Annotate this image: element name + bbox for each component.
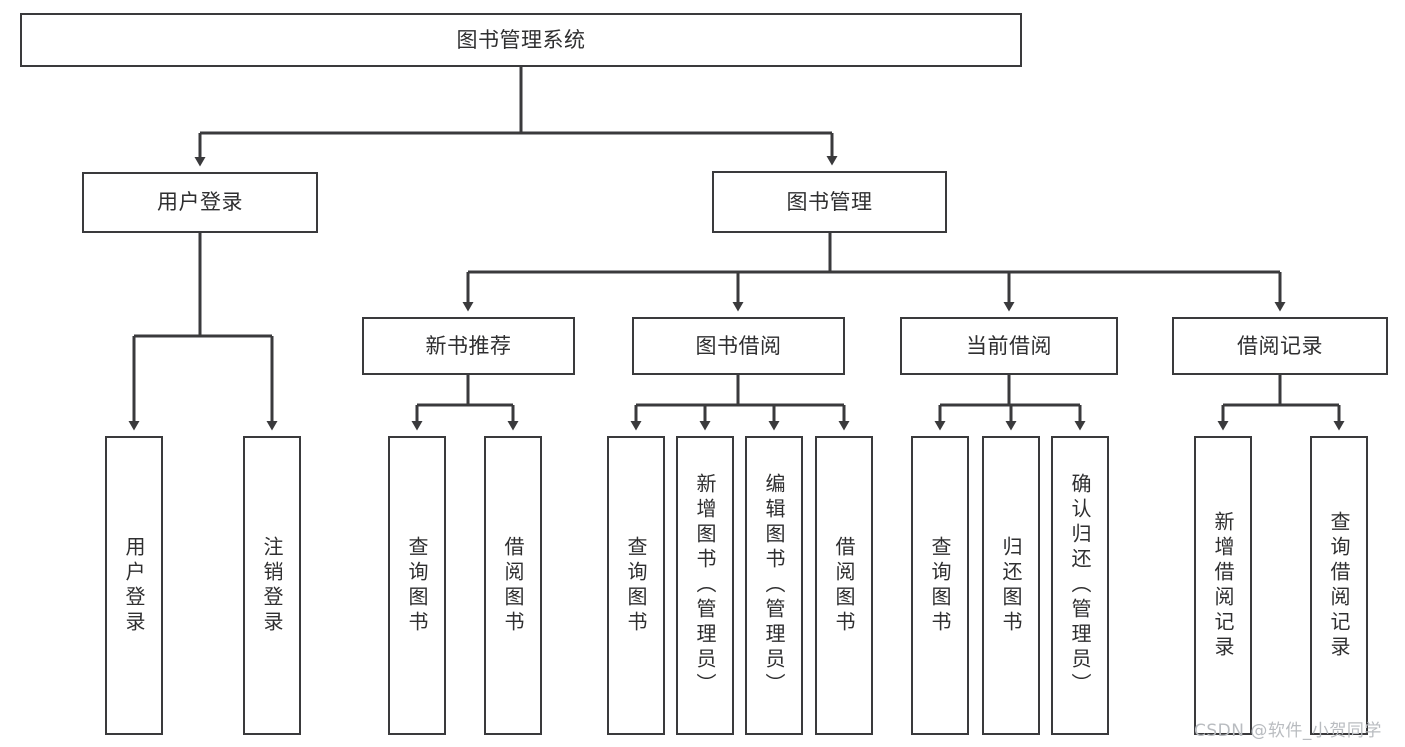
node-new-book-recommend-label: 新书推荐 — [425, 333, 512, 358]
leaf-query-book-1-label: 查询图书 — [405, 535, 429, 636]
leaf-query-book-3-label: 查询图书 — [928, 535, 952, 636]
leaf-return-book[interactable]: 归还图书 — [982, 436, 1040, 735]
leaf-user-logout-label: 注销登录 — [260, 535, 284, 636]
node-book-manage[interactable]: 图书管理 — [712, 171, 947, 233]
leaf-query-book-3[interactable]: 查询图书 — [911, 436, 969, 735]
leaf-borrow-book-2-label: 借阅图书 — [832, 535, 856, 636]
node-book-borrow-label: 图书借阅 — [695, 333, 782, 358]
node-new-book-recommend[interactable]: 新书推荐 — [362, 317, 575, 375]
leaf-user-logout[interactable]: 注销登录 — [243, 436, 301, 735]
leaf-edit-book-label: 编辑图书（管理员） — [762, 473, 786, 698]
leaf-user-login[interactable]: 用户登录 — [105, 436, 163, 735]
node-current-borrow-label: 当前借阅 — [966, 333, 1052, 358]
node-book-borrow[interactable]: 图书借阅 — [632, 317, 845, 375]
leaf-confirm-return[interactable]: 确认归还（管理员） — [1051, 436, 1109, 735]
leaf-borrow-book-2[interactable]: 借阅图书 — [815, 436, 873, 735]
leaf-add-record-label: 新增借阅记录 — [1211, 510, 1235, 661]
node-user-login[interactable]: 用户登录 — [82, 172, 318, 233]
node-book-manage-label: 图书管理 — [786, 189, 873, 214]
leaf-borrow-book-1-label: 借阅图书 — [501, 535, 525, 636]
leaf-edit-book[interactable]: 编辑图书（管理员） — [745, 436, 803, 735]
leaf-confirm-return-label: 确认归还（管理员） — [1068, 473, 1092, 698]
csdn-watermark: CSDN @软件_小贺同学 — [1194, 721, 1382, 741]
leaf-add-book-label: 新增图书（管理员） — [693, 473, 717, 698]
leaf-add-record[interactable]: 新增借阅记录 — [1194, 436, 1252, 735]
node-root[interactable]: 图书管理系统 — [20, 13, 1022, 67]
leaf-user-login-label: 用户登录 — [122, 535, 146, 636]
leaf-query-book-2-label: 查询图书 — [624, 535, 648, 636]
node-borrow-record[interactable]: 借阅记录 — [1172, 317, 1388, 375]
node-current-borrow[interactable]: 当前借阅 — [900, 317, 1118, 375]
leaf-borrow-book-1[interactable]: 借阅图书 — [484, 436, 542, 735]
leaf-query-book-1[interactable]: 查询图书 — [388, 436, 446, 735]
leaf-query-book-2[interactable]: 查询图书 — [607, 436, 665, 735]
node-user-login-label: 用户登录 — [157, 190, 243, 215]
leaf-query-record[interactable]: 查询借阅记录 — [1310, 436, 1368, 735]
leaf-add-book[interactable]: 新增图书（管理员） — [676, 436, 734, 735]
node-root-label: 图书管理系统 — [456, 27, 586, 52]
node-borrow-record-label: 借阅记录 — [1237, 333, 1323, 358]
leaf-return-book-label: 归还图书 — [999, 535, 1023, 636]
leaf-query-record-label: 查询借阅记录 — [1327, 510, 1351, 661]
